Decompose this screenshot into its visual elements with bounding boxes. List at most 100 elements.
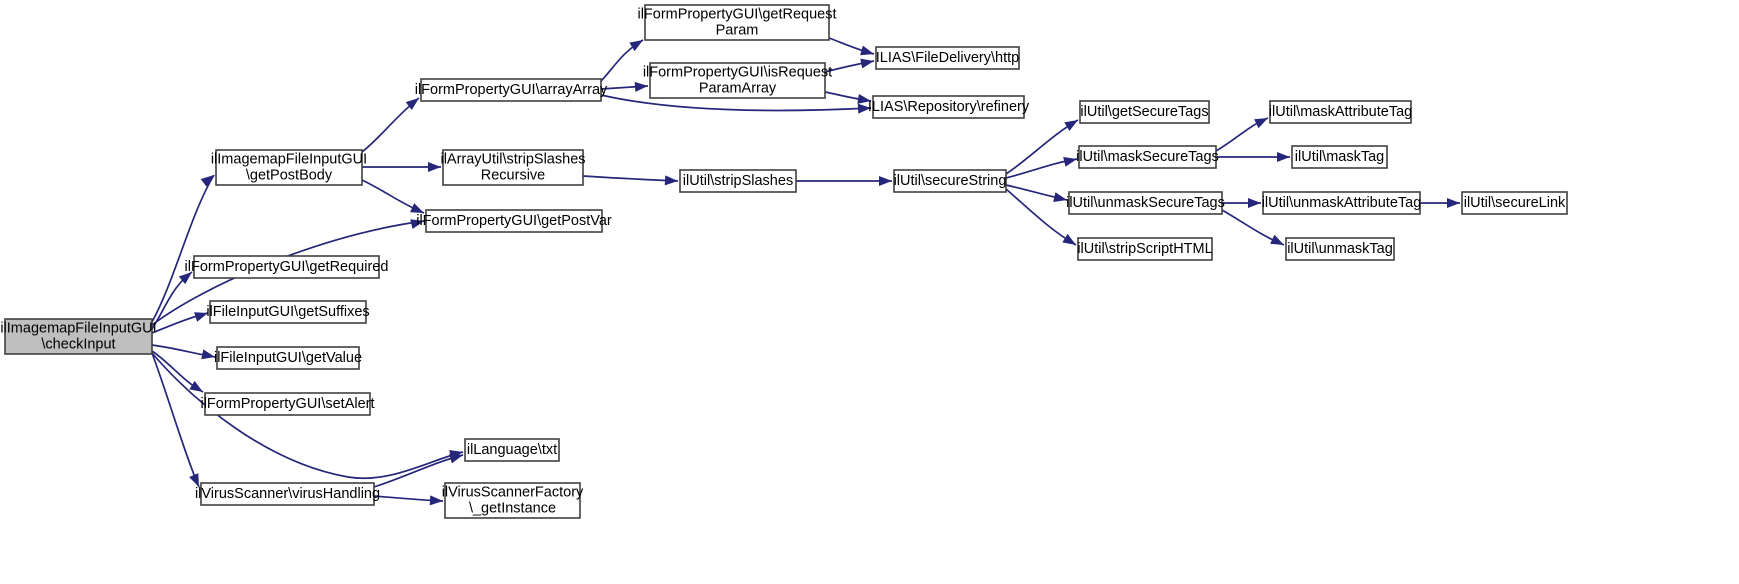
edge-arrayArray-to-getRequestParam [600, 39, 644, 82]
edge-arrayArray-to-isRequestParamArray [600, 81, 649, 92]
node-box[interactable] [872, 95, 1025, 119]
graph-node-virusHandling[interactable]: ilVirusScanner\virusHandling [195, 482, 380, 506]
node-box[interactable] [875, 46, 1020, 70]
arrowhead-icon [178, 272, 192, 285]
graph-node-fileDeliveryHttp[interactable]: ILIAS\FileDelivery\http [875, 46, 1020, 70]
edge-checkInput-to-getPostBody [151, 174, 215, 323]
arrowhead-icon [634, 81, 648, 92]
edge-maskSecureTags-to-maskAttributeTag [1215, 117, 1269, 152]
graph-node-repositoryRefinery[interactable]: ILIAS\Repository\refinery [868, 95, 1030, 119]
node-box[interactable] [649, 62, 826, 99]
graph-node-langTxt[interactable]: ilLanguage\txt [464, 438, 560, 462]
arrowhead-icon [860, 58, 874, 69]
graph-node-getSuffixes[interactable]: ilFileInputGUI\getSuffixes [206, 300, 370, 324]
arrowhead-icon [857, 103, 871, 114]
arrowhead-icon [194, 312, 208, 322]
arrowhead-icon [1254, 118, 1268, 129]
edge-secureString-to-maskSecureTags [1005, 157, 1078, 179]
arrowhead-icon [405, 98, 419, 110]
arrowhead-icon [1064, 120, 1078, 131]
arrowhead-icon [449, 453, 463, 464]
arrowhead-icon [1277, 152, 1290, 162]
graph-node-getPostVar[interactable]: ilFormPropertyGUI\getPostVar [416, 209, 612, 233]
node-box[interactable] [442, 149, 584, 186]
graph-node-stripSlashes[interactable]: ilUtil\stripSlashes [679, 169, 797, 193]
arrowhead-icon [189, 380, 203, 392]
node-box[interactable] [1291, 145, 1388, 169]
nodes-layer: ilImagemapFileInputGUI\checkInput ilImage… [0, 4, 1568, 519]
edge-secureString-to-getSecureTags [1005, 119, 1079, 175]
node-box[interactable] [215, 149, 363, 186]
node-box[interactable] [893, 169, 1007, 193]
edge-line [582, 175, 679, 182]
graph-node-checkInput[interactable]: ilImagemapFileInputGUI\checkInput [0, 318, 157, 355]
arrowhead-icon [1270, 234, 1284, 245]
graph-node-setAlert[interactable]: ilFormPropertyGUI\setAlert [200, 392, 375, 416]
arrowhead-icon [1063, 157, 1077, 167]
arrowhead-icon [1062, 233, 1076, 245]
graph-node-unmaskAttributeTag[interactable]: ilUtil\unmaskAttributeTag [1262, 191, 1422, 215]
node-box[interactable] [679, 169, 797, 193]
node-box[interactable] [1461, 191, 1568, 215]
arrowhead-icon [428, 162, 441, 172]
node-box[interactable] [1262, 191, 1421, 215]
edge-checkInput-to-getValue [151, 344, 216, 360]
graph-node-getSecureTags[interactable]: ilUtil\getSecureTags [1079, 100, 1210, 124]
node-box[interactable] [1079, 100, 1210, 124]
edge-maskSecureTags-to-maskTag [1216, 152, 1290, 162]
edge-checkInput-to-getRequired [151, 271, 193, 330]
graph-node-unmaskSecureTags[interactable]: ilUtil\unmaskSecureTags [1066, 191, 1225, 215]
arrowhead-icon [201, 349, 215, 360]
node-box[interactable] [4, 318, 153, 355]
node-box[interactable] [200, 482, 375, 506]
graph-node-getRequired[interactable]: ilFormPropertyGUI\getRequired [185, 255, 389, 279]
node-box[interactable] [193, 255, 380, 279]
edge-virusHandling-to-langTxt [373, 453, 464, 488]
graph-node-maskAttributeTag[interactable]: ilUtil\maskAttributeTag [1269, 100, 1412, 124]
graph-node-maskSecureTags[interactable]: ilUtil\maskSecureTags [1076, 145, 1219, 169]
graph-node-getPostBody[interactable]: ilImagemapFileInputGUI\getPostBody [211, 149, 367, 186]
arrowhead-icon [629, 40, 643, 52]
edge-checkInput-to-virusHandling [151, 352, 200, 488]
arrowhead-icon [410, 203, 424, 213]
node-box[interactable] [1285, 237, 1395, 261]
node-box[interactable] [209, 300, 367, 324]
edge-virusHandling-to-factoryGetInstance [373, 495, 444, 506]
node-box[interactable] [420, 78, 602, 102]
graph-node-factoryGetInstance[interactable]: ilVirusScannerFactory\_getInstance [442, 482, 584, 519]
node-box[interactable] [1078, 145, 1217, 169]
graph-node-arrayArray[interactable]: ilFormPropertyGUI\arrayArray [415, 78, 608, 102]
node-box[interactable] [464, 438, 560, 462]
arrowhead-icon [410, 219, 424, 229]
edge-getPostBody-to-getPostVar [361, 179, 425, 214]
node-box[interactable] [444, 482, 581, 519]
edge-getPostBody-to-stripSlashesRecursive [362, 162, 441, 172]
graph-node-secureLink[interactable]: ilUtil\secureLink [1461, 191, 1568, 215]
arrowhead-icon [860, 45, 874, 56]
graph-node-getValue[interactable]: ilFileInputGUI\getValue [214, 346, 362, 370]
graph-node-stripScriptHTML[interactable]: ilUtil\stripScriptHTML [1077, 237, 1213, 261]
edge-getRequestParam-to-fileDeliveryHttp [828, 37, 875, 56]
node-box[interactable] [216, 346, 360, 370]
edge-line [151, 174, 215, 323]
graph-node-unmaskTag[interactable]: ilUtil\unmaskTag [1285, 237, 1395, 261]
node-box[interactable] [425, 209, 603, 233]
arrowhead-icon [189, 473, 199, 487]
edge-line [151, 352, 200, 488]
edge-line [600, 94, 872, 112]
node-box[interactable] [1269, 100, 1412, 124]
edge-checkInput-to-setAlert [151, 350, 204, 393]
node-box[interactable] [1077, 237, 1213, 261]
node-box[interactable] [644, 4, 830, 41]
arrowhead-icon [200, 175, 214, 187]
graph-node-secureString[interactable]: ilUtil\secureString [893, 169, 1007, 193]
graph-node-maskTag[interactable]: ilUtil\maskTag [1291, 145, 1388, 169]
arrowhead-icon [664, 175, 678, 186]
node-box[interactable] [1068, 191, 1223, 215]
node-box[interactable] [204, 392, 371, 416]
edge-getPostBody-to-arrayArray [361, 97, 420, 153]
